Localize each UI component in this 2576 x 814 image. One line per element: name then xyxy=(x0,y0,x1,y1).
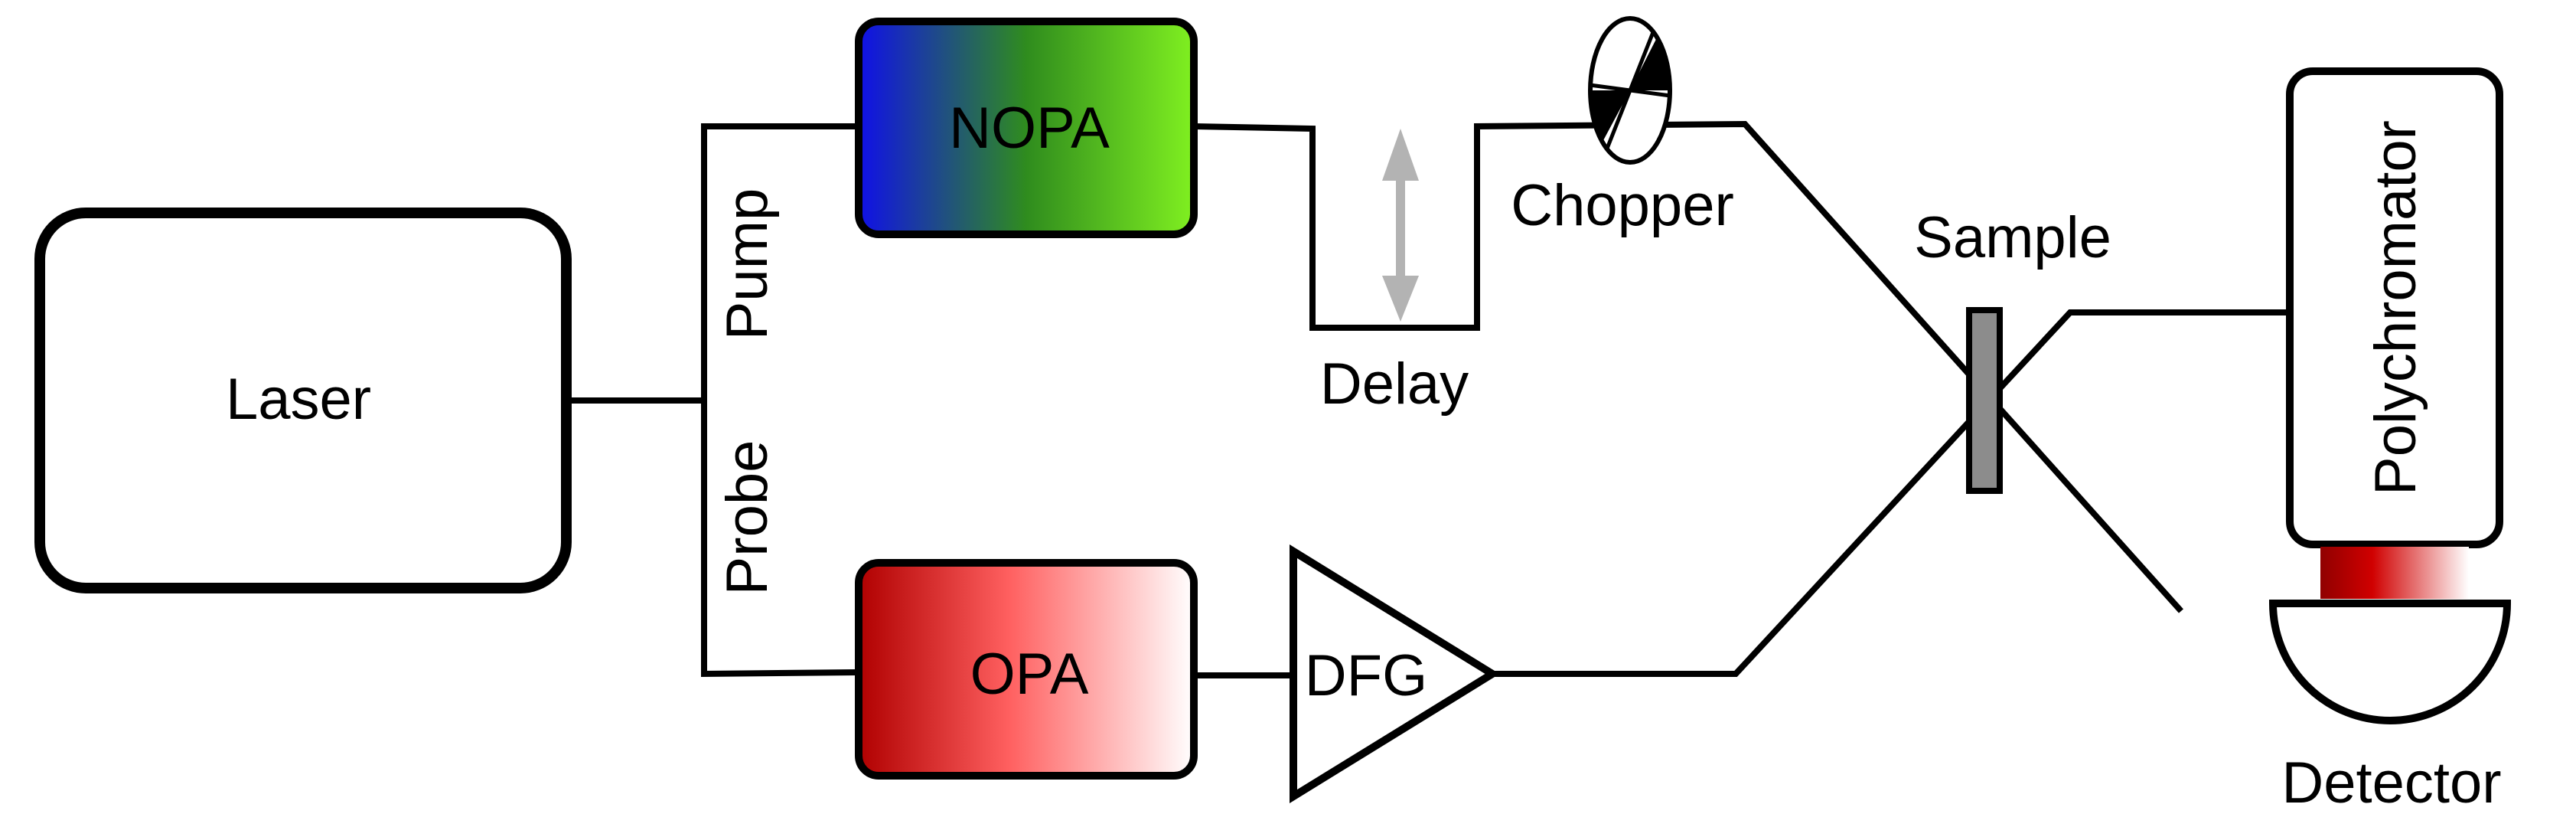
opa-box: OPA xyxy=(855,559,1198,780)
probe-label: Probe xyxy=(715,440,780,596)
probe-to-sample-beam xyxy=(1492,309,2296,677)
dispersed-beam xyxy=(2320,547,2469,599)
detector-icon xyxy=(2268,600,2512,724)
chopper-label: Chopper xyxy=(1511,173,1734,238)
pump-branch-beam xyxy=(701,123,857,400)
nopa-label: NOPA xyxy=(949,96,1110,161)
dfg-label: DFG xyxy=(1305,643,1427,708)
detector-label: Detector xyxy=(2281,750,2501,814)
laser-label: Laser xyxy=(226,367,371,432)
pump-delay-line-beam xyxy=(1193,120,2183,613)
pump-label: Pump xyxy=(715,188,780,341)
sample-plate xyxy=(1966,307,2003,494)
sample-label: Sample xyxy=(1914,205,2111,270)
probe-branch-beam xyxy=(701,400,858,678)
opa-label: OPA xyxy=(970,642,1089,707)
delay-arrow-icon xyxy=(1382,129,1419,322)
chopper-icon xyxy=(1588,16,1672,165)
delay-label: Delay xyxy=(1320,351,1469,417)
laser-box: Laser xyxy=(34,208,572,593)
polychromator-label: Polychromator xyxy=(2363,120,2428,495)
dfg-triangle: DFG xyxy=(1290,544,1500,803)
nopa-box: NOPA xyxy=(855,18,1198,238)
polychromator-box: Polychromator xyxy=(2286,67,2503,548)
beam-paths xyxy=(566,120,2296,678)
